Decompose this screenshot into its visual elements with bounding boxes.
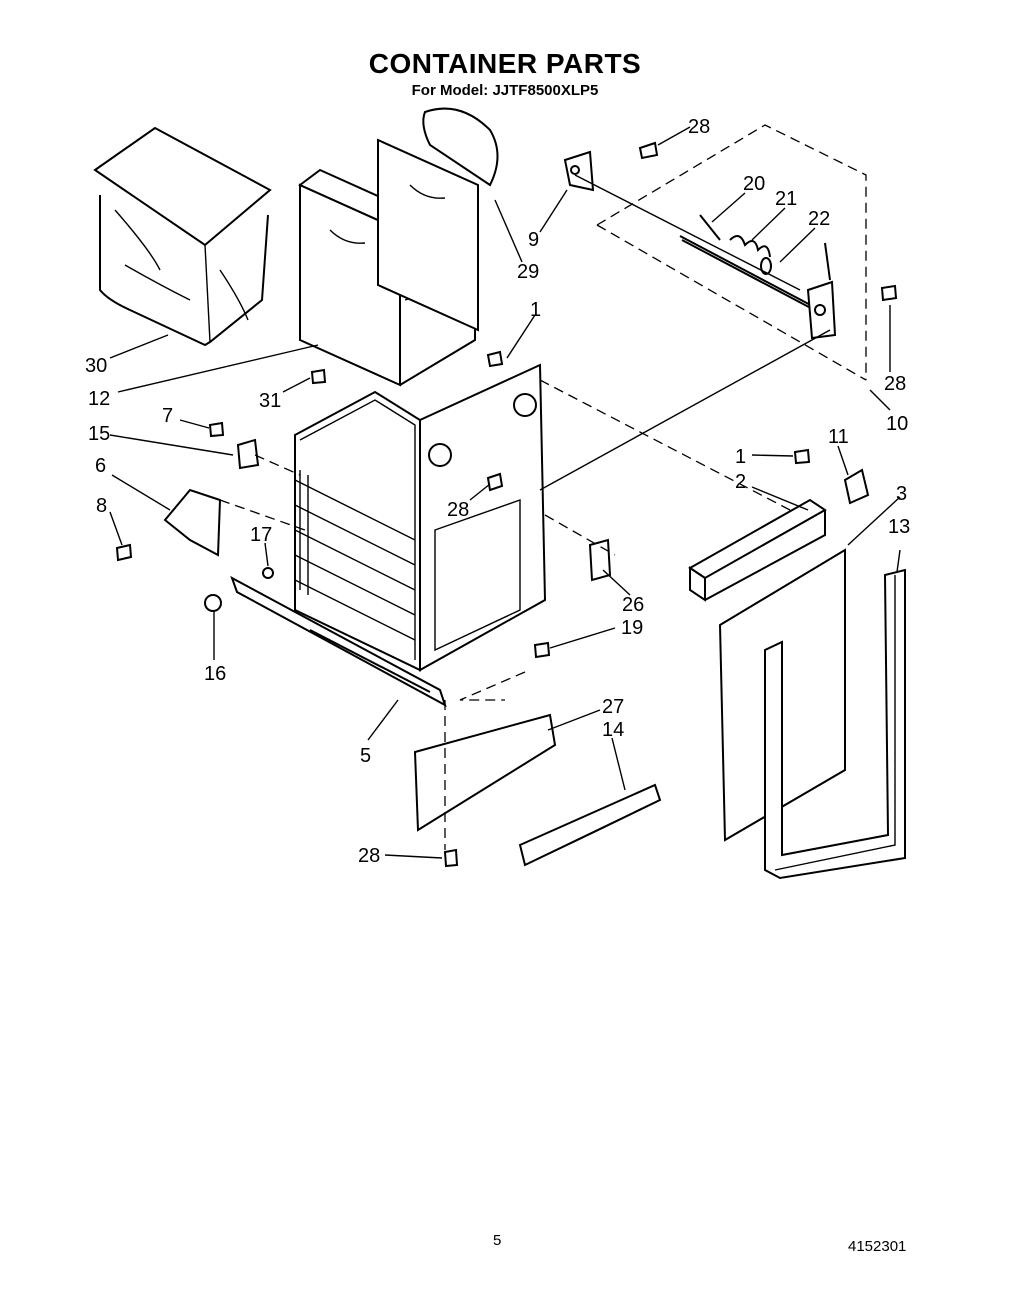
assembly-guide-lines (219, 174, 831, 850)
bracket-6-drawing (163, 488, 222, 557)
cabinet-frame-drawing (294, 363, 547, 672)
callout-label: 14 (602, 719, 624, 741)
callout-label: 5 (360, 745, 371, 767)
container-handle-drawing (422, 107, 499, 187)
assembly-dash-box (596, 124, 867, 381)
callout-label: 3 (896, 483, 907, 505)
part-11-drawing (843, 468, 870, 505)
door-frame-drawing (764, 568, 906, 880)
screws-drawing (115, 141, 898, 868)
callout-label: 29 (517, 261, 539, 283)
callout-label: 1 (735, 446, 746, 468)
callout-label: 9 (528, 229, 539, 251)
callout-leaders (109, 126, 901, 859)
callout-label: 28 (884, 373, 906, 395)
callout-label: 10 (886, 413, 908, 435)
callout-labels: 28 20 21 22 9 29 30 12 1 28 31 10 7 15 1… (85, 116, 910, 867)
callout-label: 12 (88, 388, 110, 410)
callout-label: 7 (162, 405, 173, 427)
callout-label: 21 (775, 188, 797, 210)
callout-label: 16 (204, 663, 226, 685)
model-subtitle: For Model: JJTF8500XLP5 (411, 82, 599, 99)
document-number: 4152301 (848, 1238, 907, 1255)
callout-label: 28 (447, 499, 469, 521)
callout-label: 28 (688, 116, 710, 138)
back-panel-drawing (377, 138, 479, 332)
callout-label: 31 (259, 390, 281, 412)
kickplate-drawing (413, 713, 662, 867)
rod-spring-assembly-drawing (679, 214, 837, 340)
callout-label: 26 (622, 594, 644, 616)
callout-label: 15 (88, 423, 110, 445)
callout-label: 8 (96, 495, 107, 517)
callout-label: 27 (602, 696, 624, 718)
page-number: 5 (493, 1232, 502, 1249)
bracket-9-drawing (563, 150, 595, 192)
callout-label: 11 (828, 426, 849, 448)
callout-label: 20 (743, 173, 765, 195)
bracket-2-drawing (688, 498, 827, 602)
callout-label: 19 (621, 617, 643, 639)
callout-label: 17 (250, 524, 272, 546)
callout-label: 6 (95, 455, 106, 477)
page-title: CONTAINER PARTS (368, 48, 642, 79)
callout-label: 2 (735, 471, 746, 493)
callout-label: 13 (888, 516, 910, 538)
callout-label: 30 (85, 355, 107, 377)
callout-label: 1 (530, 299, 541, 321)
callout-label: 22 (808, 208, 830, 230)
callout-label: 28 (358, 845, 380, 867)
bag-liner-drawing (93, 126, 272, 347)
part-15-drawing (236, 438, 260, 470)
